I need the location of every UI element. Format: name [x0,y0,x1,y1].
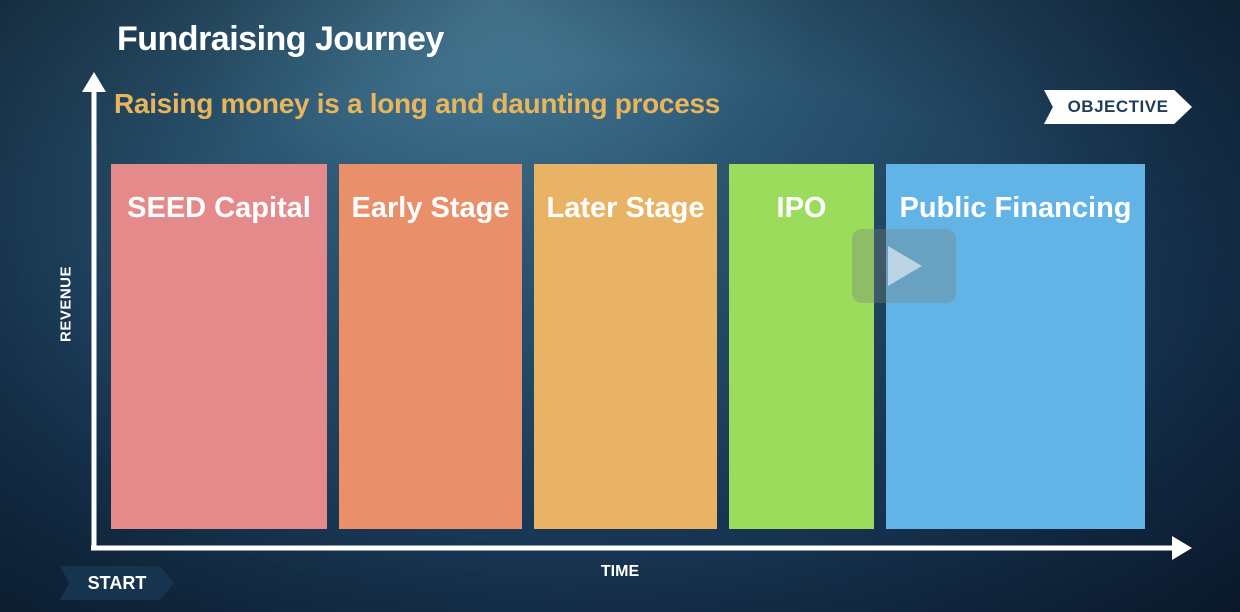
x-axis-label: TIME [600,563,640,580]
stage-label: Later Stage [546,192,705,224]
objective-tag: OBJECTIVE [1044,90,1192,124]
stage-label: Early Stage [351,192,510,224]
stage-label: IPO [776,192,827,224]
stage-label: Public Financing [899,192,1132,224]
y-axis-label: REVENUE [57,265,75,343]
stage-ipo: IPO [729,164,874,529]
start-tag: START [60,566,174,600]
stage-seed-capital: SEED Capital [111,164,327,529]
stage-label: SEED Capital [127,192,311,224]
stage-public-financing: Public Financing [886,164,1145,529]
stage-early-stage: Early Stage [339,164,522,529]
x-axis-arrow [1172,536,1192,560]
video-play-button[interactable] [852,229,956,303]
y-axis-arrow [82,72,106,92]
play-icon [888,246,922,286]
slide-subtitle: Raising money is a long and daunting pro… [114,88,721,119]
slide-title: Fundraising Journey [117,20,444,58]
stage-later-stage: Later Stage [534,164,717,529]
